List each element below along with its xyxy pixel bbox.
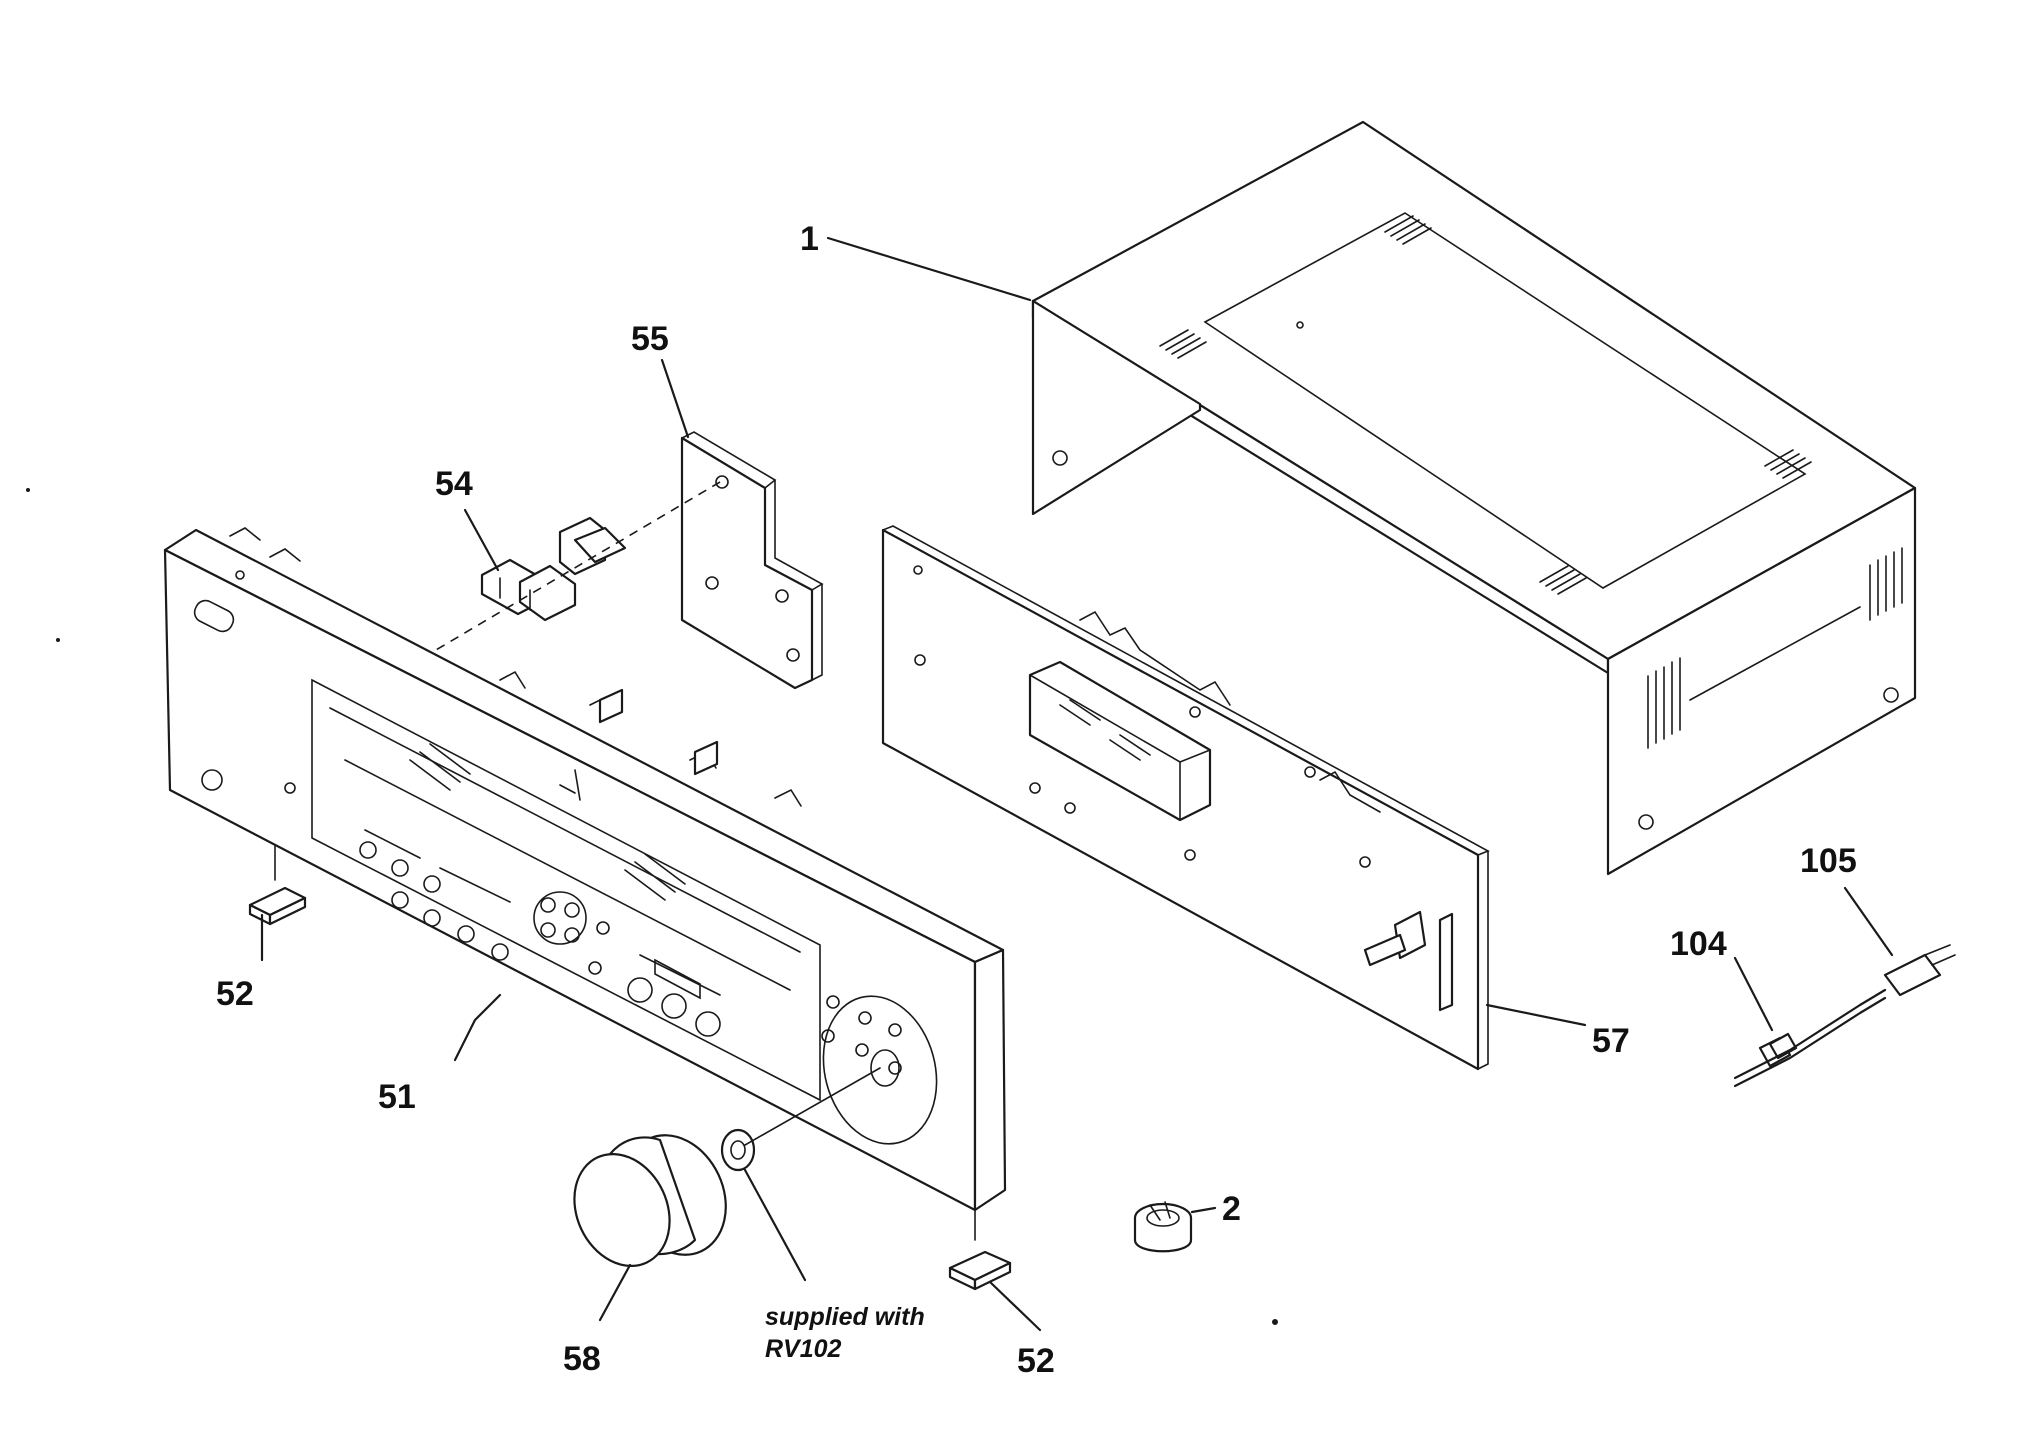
top-cover (1031, 120, 1917, 876)
alignment-line (744, 1067, 881, 1146)
volume-knob (573, 1134, 727, 1268)
washer (720, 1128, 756, 1172)
callout-57: 57 (1592, 1022, 1630, 1060)
callout-52-right: 52 (1017, 1342, 1055, 1380)
note-supplied-with: supplied with (765, 1303, 925, 1331)
foot (948, 1250, 1012, 1291)
callout-58: 58 (563, 1340, 601, 1378)
switch-assembly (480, 516, 627, 622)
callout-1: 1 (800, 220, 819, 258)
cord-bushing (1758, 1032, 1798, 1068)
power-cord (1733, 944, 1956, 1088)
callout-51: 51 (378, 1078, 416, 1116)
callout-2: 2 (1222, 1190, 1241, 1228)
small-board (680, 431, 824, 690)
note-rv102: RV102 (765, 1335, 842, 1363)
front-panel (163, 527, 1007, 1241)
callout-52-left: 52 (216, 975, 254, 1013)
screw (1133, 1201, 1193, 1253)
callout-104: 104 (1670, 925, 1727, 963)
leader-lines (260, 236, 1894, 1332)
callout-54: 54 (435, 465, 473, 503)
main-board (881, 525, 1490, 1071)
callout-55: 55 (631, 320, 669, 358)
callout-105: 105 (1800, 842, 1857, 880)
foot (248, 886, 307, 926)
